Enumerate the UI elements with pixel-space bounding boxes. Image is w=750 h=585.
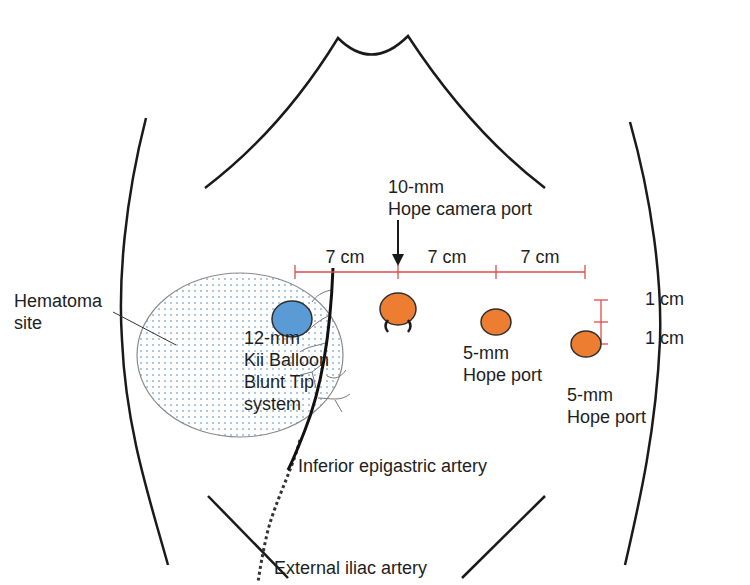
wrap-spacer [448,176,538,180]
wrap-spacer [306,327,334,331]
dimension-label: 1 cm [645,327,684,349]
port-label: 10-mm Hope camera port [388,176,538,220]
hope-port [571,331,601,357]
port-label: 12-mm Kii Balloon Blunt Tip system [244,327,334,415]
dimension-label: 7 cm [313,246,377,268]
dimension-label: 7 cm [415,246,479,268]
costal-margin [205,36,545,188]
leader-line [113,312,176,345]
pointer-arrow [397,220,399,256]
region-label: Hematoma site [14,290,114,334]
right-groin-line [462,496,545,578]
umbilicus-mark [386,320,411,332]
dimension-label: 1 cm [645,288,684,310]
hope-port [481,309,511,335]
artery-label: External iliac artery [274,557,427,579]
port-label: 5-mm Hope port [463,342,548,386]
dimension-lines [295,265,608,344]
artery-label: Inferior epigastric artery [298,455,487,477]
port-label: 5-mm Hope port [567,384,652,428]
dimension-label: 7 cm [508,246,572,268]
camera-port [380,293,416,325]
arrow-head [392,254,404,266]
